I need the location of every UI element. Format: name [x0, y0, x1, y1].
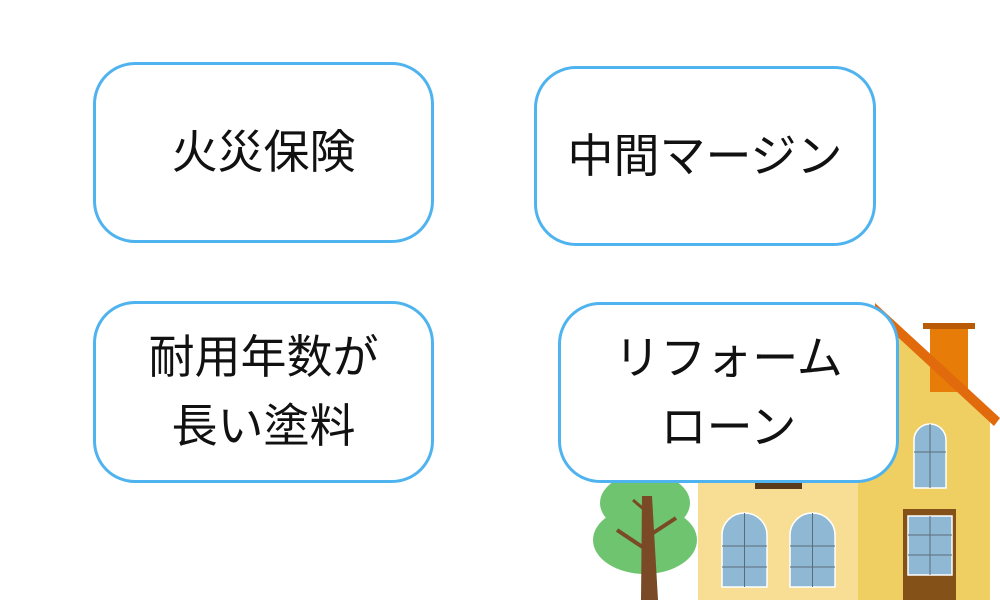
- card-label-line1: リフォーム: [614, 330, 843, 385]
- window-icon: [721, 512, 768, 588]
- card-fire-insurance: 火災保険: [93, 62, 434, 243]
- window-icon: [913, 423, 947, 489]
- card-label-line2: 長い塗料: [171, 399, 356, 453]
- card-durable-paint: 耐用年数が長い塗料: [93, 301, 434, 483]
- card-label-line1: 耐用年数が: [148, 330, 379, 384]
- card-label-line2: ローン: [660, 399, 797, 454]
- window-icon: [789, 512, 836, 588]
- card-renovation-loan: リフォームローン: [558, 302, 899, 483]
- tree-icon: [593, 473, 697, 600]
- card-label: 火災保険: [171, 125, 356, 179]
- card-intermediate-margin: 中間マージン: [534, 66, 876, 246]
- card-label: 中間マージン: [567, 128, 843, 183]
